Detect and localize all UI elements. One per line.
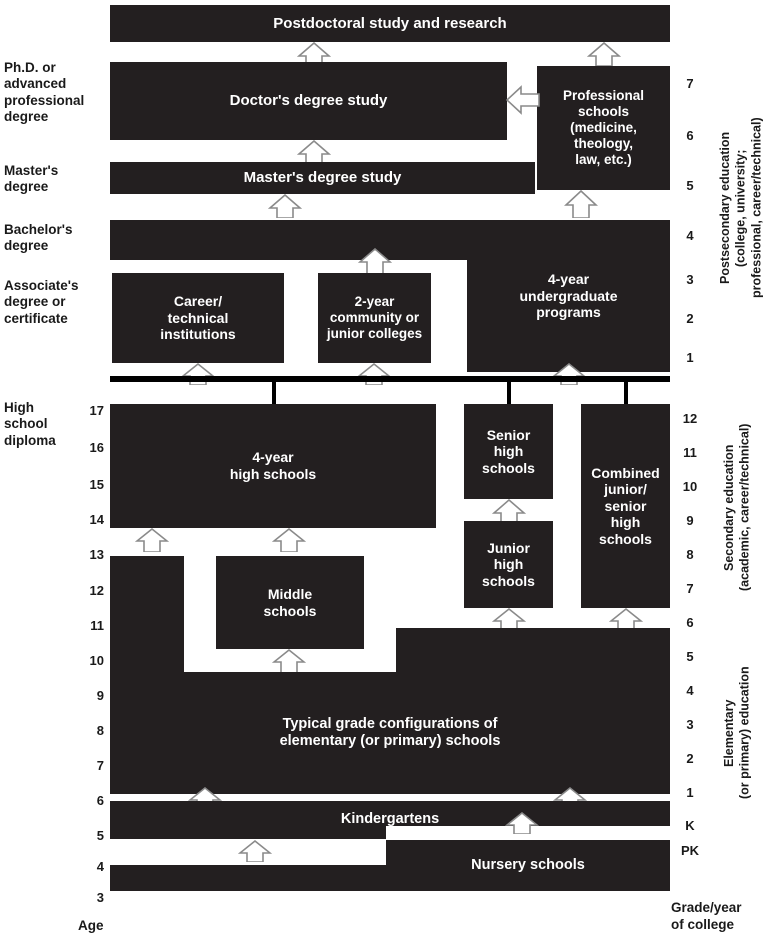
box-postdoctoral-study[interactable]: Postdoctoral study and research — [110, 5, 670, 42]
grade-1: 1 — [686, 785, 694, 800]
arrow-up-doctor-to-postdoc — [297, 42, 331, 66]
age-tick-14: 14 — [89, 512, 104, 527]
box-masters-degree-study[interactable]: Master's degree study — [110, 162, 535, 194]
arrow-up-nursery-to-kindergarten — [238, 840, 272, 862]
bracket-label-postsecondary: Postsecondary education (college, univer… — [718, 117, 764, 299]
label-associates-degree: Associate's degree or certificate — [4, 278, 79, 326]
grade-9: 9 — [686, 513, 694, 528]
age-tick-10: 10 — [89, 653, 104, 668]
box-nursery-schools[interactable]: Nursery schools — [386, 840, 670, 891]
age-tick-11: 11 — [90, 618, 104, 633]
box-professional-schools[interactable]: Professional schools (medicine, theology… — [537, 66, 670, 190]
box-junior-high-schools[interactable]: Junior high schools — [464, 521, 553, 608]
age-tick-17: 17 — [89, 403, 104, 418]
nursery-left-stub — [110, 865, 386, 891]
box-4-year-undergraduate-programs[interactable]: 4-year undergraduate programs — [467, 220, 670, 372]
college-year-7: 7 — [686, 76, 694, 91]
arrow-up-middle-to-4yearhs — [272, 528, 306, 552]
arrow-up-elementary-to-4yearhs-left — [135, 528, 169, 552]
age-tick-8: 8 — [96, 723, 104, 738]
arrow-up-professional-to-postdoc — [587, 42, 621, 66]
connector-combined-hs — [624, 381, 628, 405]
grade-11: 11 — [683, 445, 697, 460]
grade-6: 6 — [686, 615, 694, 630]
arrow-up-bachelor-to-master — [268, 194, 302, 218]
college-year-2: 2 — [686, 311, 694, 326]
college-year-4: 4 — [686, 228, 694, 243]
arrow-left-professional-to-doctor — [505, 85, 540, 120]
bracket-label-secondary: Secondary education (academic, career/te… — [722, 423, 752, 592]
connector-4year-hs — [272, 381, 276, 405]
grade-3: 3 — [686, 717, 694, 732]
label-high-school-diploma: High school diploma — [4, 400, 56, 448]
age-tick-4: 4 — [96, 859, 104, 874]
elementary-upper-left-column — [110, 556, 184, 676]
age-tick-3: 3 — [96, 890, 104, 905]
arrow-up-elementary-to-middle — [272, 649, 306, 673]
age-tick-7: 7 — [96, 758, 104, 773]
age-tick-16: 16 — [89, 440, 104, 455]
grade-4: 4 — [686, 683, 694, 698]
arrow-up-master-to-doctor — [297, 140, 331, 164]
age-tick-13: 13 — [89, 547, 104, 562]
box-4-year-high-schools[interactable]: 4-year high schools — [110, 404, 436, 528]
arrow-up-elementary-to-junior — [492, 608, 526, 632]
box-career-technical-institutions[interactable]: Career/ technical institutions — [112, 273, 284, 363]
arrow-up-twoyear-to-bachelor — [358, 248, 392, 274]
grade-8: 8 — [686, 547, 694, 562]
grade-12: 12 — [682, 411, 698, 426]
college-year-6: 6 — [686, 128, 694, 143]
arrow-up-nursery-to-kindergarten-right — [505, 812, 539, 834]
label-bachelors-degree: Bachelor's degree — [4, 222, 73, 254]
grade-7: 7 — [686, 581, 694, 596]
arrow-up-undergrad-to-professional — [564, 190, 598, 218]
age-tick-6: 6 — [96, 793, 104, 808]
college-year-1: 1 — [686, 350, 694, 365]
label-masters-degree: Master's degree — [4, 163, 59, 195]
age-tick-5: 5 — [96, 828, 104, 843]
arrow-up-elementary-to-combined — [609, 608, 643, 632]
age-axis-title: Age — [78, 918, 104, 933]
grade-K: K — [685, 818, 695, 833]
box-doctors-degree-study[interactable]: Doctor's degree study — [110, 62, 507, 140]
arrow-up-junior-to-senior — [492, 499, 526, 524]
connector-senior-hs — [507, 381, 511, 405]
grade-axis-title-line2: of college — [671, 917, 735, 932]
box-senior-high-schools[interactable]: Senior high schools — [464, 404, 553, 499]
box-elementary-schools[interactable]: Typical grade configurations of elementa… — [110, 672, 670, 794]
grade-5: 5 — [686, 649, 694, 664]
grade-axis-title-line1: Grade/year — [671, 900, 742, 915]
age-tick-15: 15 — [89, 477, 104, 492]
age-tick-9: 9 — [96, 688, 104, 703]
box-middle-schools[interactable]: Middle schools — [216, 556, 364, 649]
box-2-year-community-junior-colleges[interactable]: 2-year community or junior colleges — [318, 273, 431, 363]
box-combined-junior-senior-high-schools[interactable]: Combined junior/ senior high schools — [581, 404, 670, 608]
college-year-5: 5 — [686, 178, 694, 193]
bracket-label-elementary: Elementary (or primary) education — [722, 666, 752, 800]
label-phd-degree: Ph.D. or advanced professional degree — [4, 60, 85, 125]
grade-10: 10 — [682, 479, 698, 494]
grade-2: 2 — [686, 751, 694, 766]
age-tick-12: 12 — [89, 583, 104, 598]
college-year-3: 3 — [686, 272, 694, 287]
grade-PK: PK — [680, 843, 700, 858]
secondary-postsecondary-divider — [110, 376, 670, 382]
